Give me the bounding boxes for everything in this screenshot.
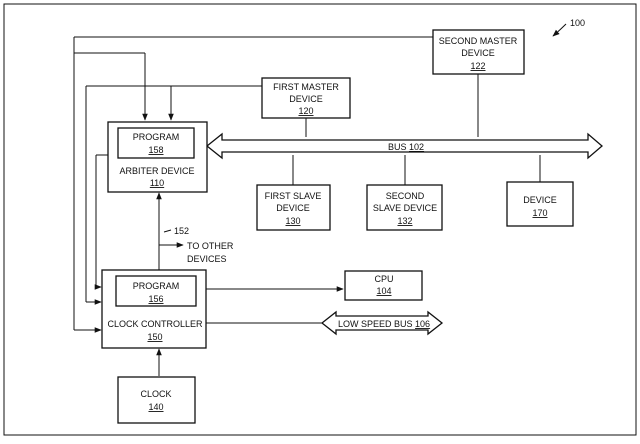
svg-text:120: 120 (298, 106, 313, 116)
wire-label: 152 (174, 226, 189, 236)
svg-text:CLOCK CONTROLLER: CLOCK CONTROLLER (107, 319, 203, 329)
svg-text:170: 170 (532, 208, 547, 218)
to-other-devices-line1: TO OTHER (187, 241, 234, 251)
cpu-box: CPU 104 (344, 270, 423, 301)
svg-text:158: 158 (148, 145, 163, 155)
svg-text:140: 140 (148, 402, 163, 412)
bus-arrow (205, 132, 603, 160)
figure-ref-arrow (552, 23, 567, 37)
svg-text:DEVICE: DEVICE (461, 48, 495, 58)
svg-text:PROGRAM: PROGRAM (133, 132, 180, 142)
second-slave-device-box: SECOND SLAVE DEVICE 132 (366, 184, 443, 231)
svg-text:DEVICE: DEVICE (289, 94, 323, 104)
svg-text:CPU: CPU (374, 274, 393, 284)
low-speed-bus-label: LOW SPEED BUS 106 (338, 319, 430, 329)
svg-text:ARBITER DEVICE: ARBITER DEVICE (119, 166, 194, 176)
device-box: DEVICE 170 (506, 181, 574, 227)
low-speed-bus-arrow (320, 310, 444, 336)
svg-text:132: 132 (397, 216, 412, 226)
svg-text:130: 130 (285, 216, 300, 226)
clock-program-box (115, 275, 197, 307)
svg-text:SECOND: SECOND (386, 191, 425, 201)
svg-text:PROGRAM: PROGRAM (133, 281, 180, 291)
wire-label-leader (163, 229, 172, 233)
bus-label: BUS 102 (388, 142, 424, 152)
svg-text:DEVICE: DEVICE (523, 195, 557, 205)
svg-text:CLOCK: CLOCK (140, 389, 171, 399)
svg-text:150: 150 (147, 332, 162, 342)
second-master-device-box: SECOND MASTER DEVICE 122 (432, 29, 525, 75)
svg-text:SLAVE DEVICE: SLAVE DEVICE (373, 203, 437, 213)
first-master-device-box: FIRST MASTER DEVICE 120 (261, 77, 351, 119)
first-slave-device-box: FIRST SLAVE DEVICE 130 (256, 184, 331, 231)
svg-text:104: 104 (376, 286, 391, 296)
figure-ref-label: 100 (570, 18, 585, 28)
arbiter-program-box (117, 127, 195, 159)
svg-text:FIRST SLAVE: FIRST SLAVE (265, 191, 322, 201)
svg-text:DEVICE: DEVICE (276, 203, 310, 213)
arbiter-device-box: PROGRAM 158 ARBITER DEVICE 110 (107, 121, 208, 193)
svg-text:SECOND MASTER: SECOND MASTER (439, 36, 518, 46)
clock-controller-box: PROGRAM 156 CLOCK CONTROLLER 150 (101, 269, 207, 349)
svg-text:FIRST MASTER: FIRST MASTER (273, 82, 339, 92)
figure-frame (3, 3, 637, 436)
svg-text:110: 110 (150, 178, 164, 188)
to-other-devices-line2: DEVICES (187, 254, 227, 264)
clock-box: CLOCK 140 (117, 376, 196, 424)
svg-text:156: 156 (148, 294, 163, 304)
svg-text:122: 122 (470, 61, 485, 71)
